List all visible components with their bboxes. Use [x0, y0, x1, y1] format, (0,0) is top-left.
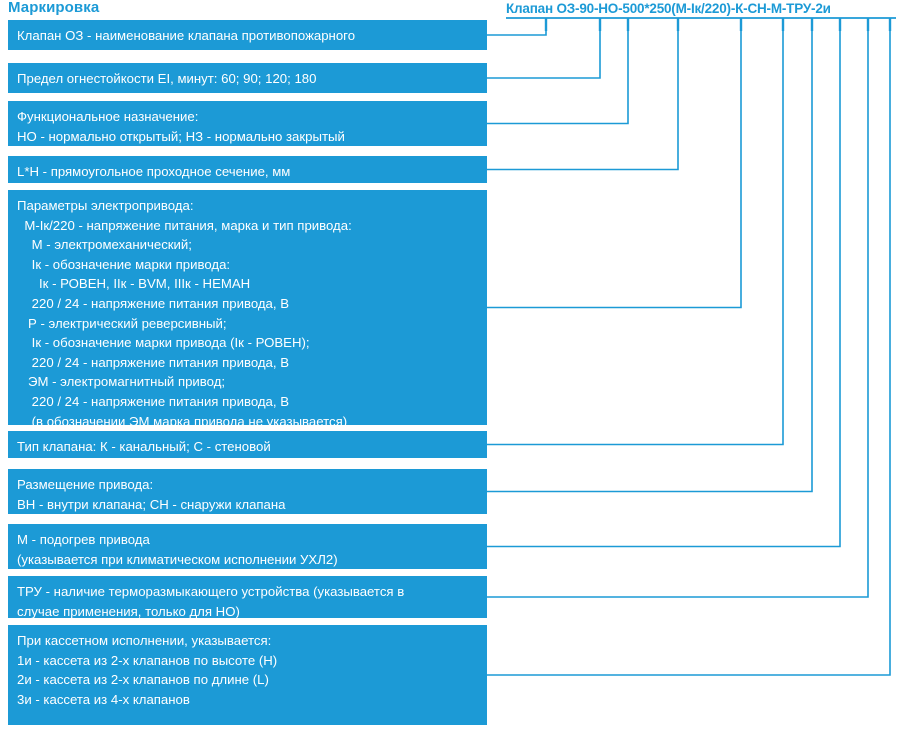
box-line: 220 / 24 - напряжение питания привода, В [17, 354, 290, 370]
box-line: ЭМ - электромагнитный привод; [17, 374, 226, 390]
box-line: Параметры электропривода: [17, 198, 194, 213]
box-line: 220 / 24 - напряжение питания привода, В [17, 393, 290, 409]
box-line: Функциональное назначение: [17, 109, 199, 124]
box-line: (указывается при климатическом исполнени… [17, 551, 338, 567]
box-line: Р - электрический реверсивный; [17, 315, 227, 331]
box-line: случае применения, только для НО) [17, 603, 240, 619]
designation-code: Клапан ОЗ-90-НО-500*250(М-Iк/220)-К-СН-М… [506, 1, 831, 16]
box-line: ВН - внутри клапана; СН - снаружи клапан… [17, 496, 286, 512]
box-cassette: При кассетном исполнении, указывается: 1и… [8, 625, 487, 725]
box-line: Предел огнестойкости EI, минут: 60; 90; … [17, 71, 317, 86]
box-drive-placement: Размещение привода: ВН - внутри клапана; … [8, 469, 487, 514]
box-drive-params: Параметры электропривода: М-Iк/220 - нап… [8, 190, 487, 429]
box-section: L*H - прямоугольное проходное сечение, м… [8, 156, 487, 183]
box-line: М-Iк/220 - напряжение питания, марка и т… [17, 217, 352, 233]
box-name: Клапан ОЗ - наименование клапана противо… [8, 20, 487, 50]
box-line: Iк - обозначение марки привода: [17, 256, 231, 272]
box-fire-resistance: Предел огнестойкости EI, минут: 60; 90; … [8, 63, 487, 93]
connector-box-drive-params [487, 31, 742, 309]
connector-box-thermal-device [487, 31, 869, 598]
connector-box-section [487, 31, 679, 171]
box-line: ТРУ - наличие терморазмыкающего устройст… [17, 584, 405, 599]
box-thermal-device: ТРУ - наличие терморазмыкающего устройст… [8, 576, 487, 619]
box-line: НО - нормально открытый; НЗ - нормально … [17, 128, 345, 144]
box-drive-heating: М - подогрев привода (указывается при кли… [8, 524, 487, 569]
box-function: Функциональное назначение: НО - нормально… [8, 101, 487, 146]
box-line: Iк - РОВЕН, IIк - BVM, IIIк - НЕМАН [17, 276, 251, 292]
box-line: (в обозначении ЭМ марка привода не указы… [17, 413, 348, 429]
box-line: Клапан ОЗ - наименование клапана противо… [17, 28, 356, 43]
page-title: Маркировка [8, 0, 100, 16]
box-line: При кассетном исполнении, указывается: [17, 633, 272, 648]
connector-box-function [487, 31, 629, 125]
connector-box-drive-placement [487, 31, 813, 493]
connector-box-drive-heating [487, 31, 841, 548]
box-valve-type: Тип клапана: К - канальный; С - стеновой [8, 431, 487, 458]
box-line: 2и - кассета из 2-х клапанов по длине (L… [17, 672, 269, 688]
connector-box-fire-resistance [487, 31, 601, 79]
box-line: М - подогрев привода [17, 532, 150, 547]
connector-box-cassette [487, 31, 891, 676]
box-line: 220 / 24 - напряжение питания привода, В [17, 295, 290, 311]
box-line: Iк - обозначение марки привода (Iк - РОВ… [17, 335, 310, 351]
box-line: М - электромеханический; [17, 237, 192, 253]
connector-box-valve-type [487, 31, 784, 446]
connector-box-name [487, 31, 547, 36]
box-line: 1и - кассета из 2-х клапанов по высоте (… [17, 652, 278, 668]
box-line: 3и - кассета из 4-х клапанов [17, 691, 190, 707]
box-line: L*H - прямоугольное проходное сечение, м… [17, 164, 291, 179]
box-line: Тип клапана: К - канальный; С - стеновой [17, 439, 271, 454]
box-line: Размещение привода: [17, 477, 154, 492]
